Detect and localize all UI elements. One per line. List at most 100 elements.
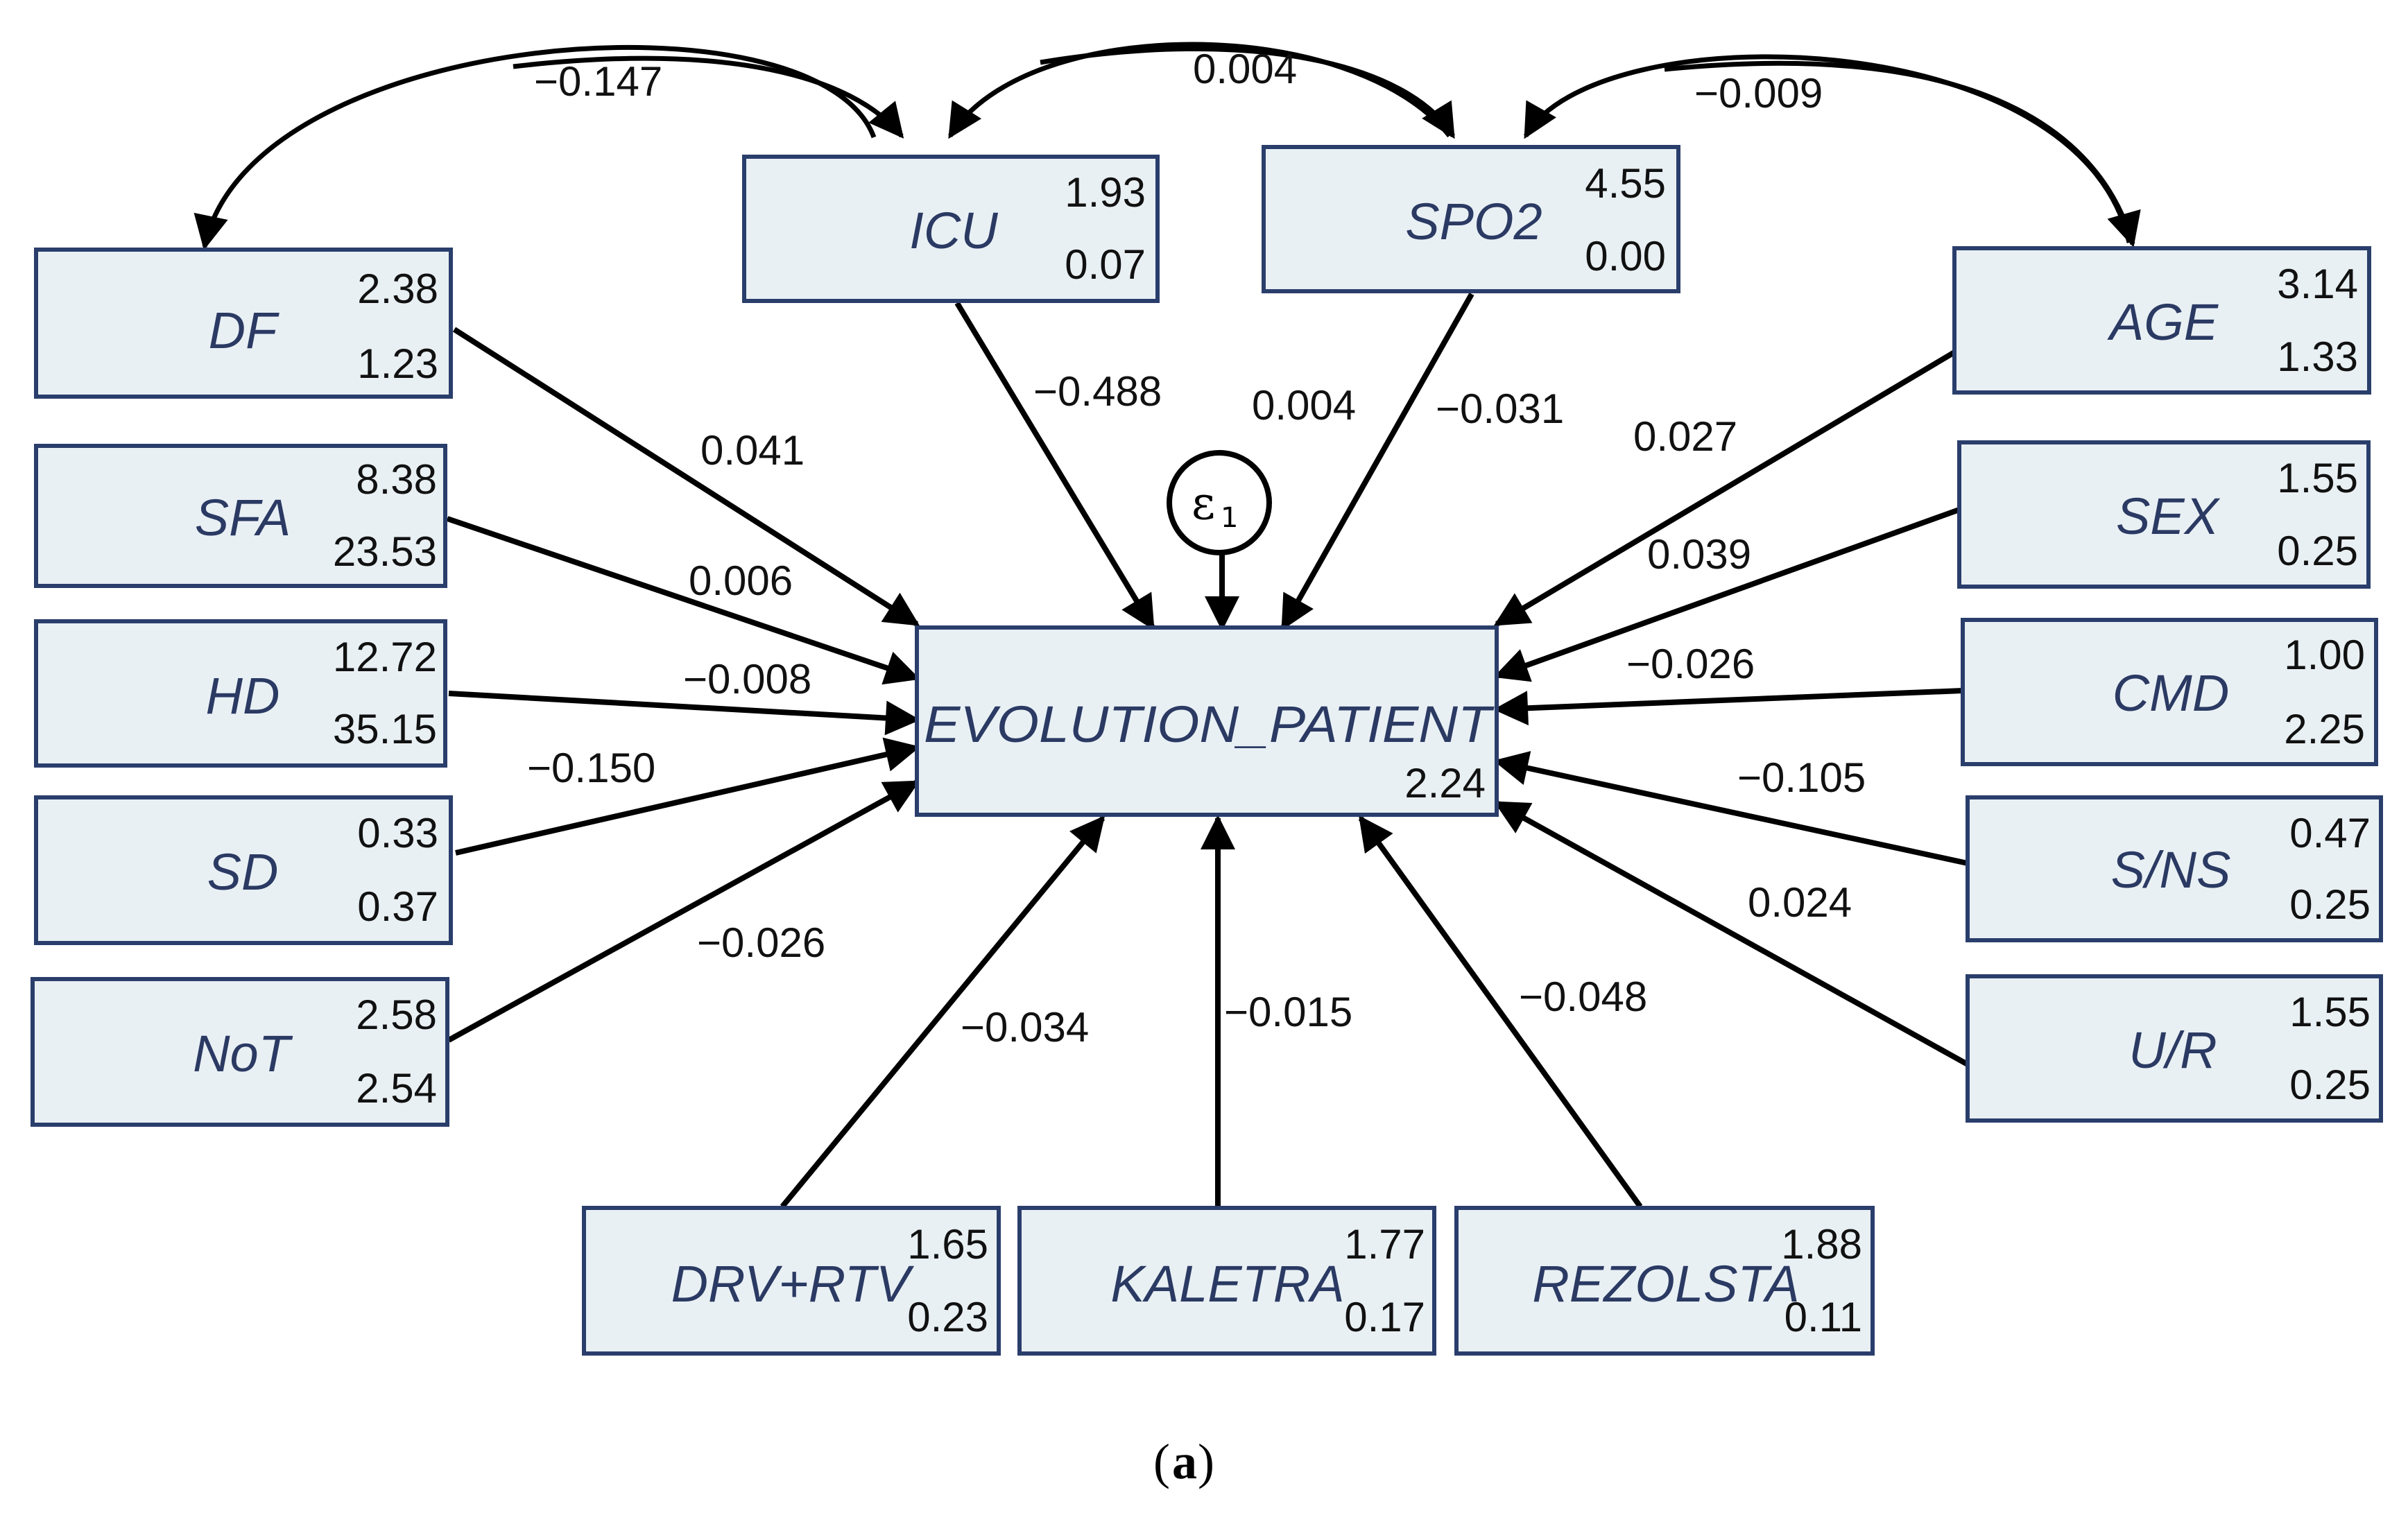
mean-icu: 1.93 bbox=[1065, 169, 1146, 216]
mean-sfa: 8.38 bbox=[356, 456, 437, 503]
coef-icu: −0.488 bbox=[1033, 368, 1162, 415]
path-drv bbox=[780, 815, 1106, 1209]
coef-error: 0.004 bbox=[1252, 382, 1356, 429]
label-age: AGE bbox=[2107, 293, 2219, 351]
var-cmd: 2.25 bbox=[2284, 706, 2365, 752]
path-cmd bbox=[1493, 688, 1963, 726]
node-hd: HD 12.72 35.15 bbox=[34, 619, 447, 768]
mean-df: 2.38 bbox=[357, 266, 438, 312]
mean-sd: 0.33 bbox=[357, 810, 438, 856]
cov-df-icu: −0.147 bbox=[534, 58, 662, 105]
covariance-arc-df-icu-back bbox=[513, 55, 904, 139]
mean-ur: 1.55 bbox=[2289, 989, 2371, 1035]
path-sns bbox=[1493, 751, 1968, 866]
error-symbol: ε bbox=[1192, 476, 1215, 530]
mean-sex: 1.55 bbox=[2277, 455, 2358, 501]
coef-sd: −0.150 bbox=[527, 745, 655, 791]
var-not: 2.54 bbox=[356, 1065, 437, 1112]
node-df: DF 2.38 1.23 bbox=[34, 248, 453, 399]
label-ur: U/R bbox=[2128, 1021, 2217, 1079]
mean-hd: 12.72 bbox=[333, 634, 437, 680]
label-sns: S/NS bbox=[2111, 841, 2231, 899]
node-sex: SEX 1.55 0.25 bbox=[1957, 440, 2371, 589]
box-df bbox=[34, 248, 453, 399]
var-icu: 0.07 bbox=[1065, 241, 1146, 288]
box-age bbox=[1952, 246, 2371, 395]
node-drv: DRV+RTV 1.65 0.23 bbox=[582, 1206, 1001, 1356]
node-kaletra: KALETRA 1.77 0.17 bbox=[1017, 1206, 1436, 1356]
label-df: DF bbox=[209, 302, 280, 359]
var-df: 1.23 bbox=[357, 340, 438, 387]
node-spo2: SPO2 4.55 0.00 bbox=[1262, 145, 1680, 293]
coef-not: −0.026 bbox=[697, 919, 825, 966]
mean-cmd: 1.00 bbox=[2284, 632, 2365, 678]
box-hd bbox=[34, 619, 447, 768]
path-df bbox=[452, 327, 920, 627]
box-sfa bbox=[34, 444, 447, 588]
coef-sns: −0.105 bbox=[1737, 754, 1866, 801]
error-subscript: 1 bbox=[1221, 502, 1238, 534]
path-sfa bbox=[446, 516, 920, 685]
path-spo2 bbox=[1280, 293, 1474, 631]
mean-not: 2.58 bbox=[356, 992, 437, 1038]
mean-sns: 0.47 bbox=[2289, 810, 2371, 856]
node-icu: ICU 1.93 0.07 bbox=[742, 155, 1160, 303]
box-sd bbox=[34, 795, 453, 945]
path-age bbox=[1493, 349, 1957, 627]
caption-close: ) bbox=[1198, 1434, 1214, 1489]
coef-ur: 0.024 bbox=[1748, 879, 1852, 926]
label-sfa: SFA bbox=[195, 489, 291, 546]
caption-letter: a bbox=[1172, 1434, 1197, 1489]
outcome-box bbox=[915, 625, 1499, 817]
label-kaletra: KALETRA bbox=[1110, 1255, 1344, 1313]
var-sns: 0.25 bbox=[2289, 881, 2371, 928]
var-kaletra: 0.17 bbox=[1344, 1294, 1425, 1340]
node-sns: S/NS 0.47 0.25 bbox=[1966, 795, 2383, 942]
outcome-node: EVOLUTION_PATIENT 2.24 bbox=[915, 625, 1499, 817]
var-sfa: 23.53 bbox=[333, 528, 437, 575]
var-sd: 0.37 bbox=[357, 883, 438, 930]
mean-drv: 1.65 bbox=[907, 1221, 988, 1268]
node-cmd: CMD 1.00 2.25 bbox=[1961, 618, 2378, 766]
box-sns bbox=[1966, 795, 2383, 942]
box-rezolsta bbox=[1454, 1206, 1875, 1356]
node-rezolsta: REZOLSTA 1.88 0.11 bbox=[1454, 1206, 1875, 1356]
mean-kaletra: 1.77 bbox=[1344, 1221, 1425, 1268]
error-term: ε 1 bbox=[1167, 450, 1272, 555]
var-rezolsta: 0.11 bbox=[1785, 1294, 1862, 1340]
path-not bbox=[447, 779, 920, 1043]
label-sex: SEX bbox=[2116, 487, 2221, 545]
figure-caption: ( a ) bbox=[1153, 1434, 1214, 1489]
coef-age: 0.027 bbox=[1633, 413, 1737, 460]
mean-rezolsta: 1.88 bbox=[1781, 1221, 1862, 1268]
var-hd: 35.15 bbox=[333, 706, 437, 752]
outcome-label: EVOLUTION_PATIENT bbox=[924, 695, 1495, 753]
label-sd: SD bbox=[207, 843, 279, 901]
label-spo2: SPO2 bbox=[1405, 193, 1542, 250]
error-circle bbox=[1167, 450, 1272, 555]
path-icu bbox=[954, 301, 1155, 631]
label-rezolsta: REZOLSTA bbox=[1532, 1255, 1799, 1313]
box-ur bbox=[1966, 974, 2383, 1123]
coef-df: 0.041 bbox=[700, 427, 805, 474]
coef-hd: −0.008 bbox=[683, 656, 811, 702]
node-sfa: SFA 8.38 23.53 bbox=[34, 444, 447, 588]
path-sd bbox=[455, 737, 920, 856]
coef-sfa: 0.006 bbox=[689, 557, 793, 604]
coef-drv: −0.034 bbox=[961, 1004, 1089, 1051]
box-kaletra bbox=[1017, 1206, 1436, 1356]
covariance-arc-icu-spo2-back bbox=[1040, 46, 1455, 139]
box-sex bbox=[1957, 440, 2371, 589]
var-sex: 0.25 bbox=[2277, 528, 2358, 574]
coef-sex: 0.039 bbox=[1647, 531, 1751, 578]
box-icu bbox=[742, 155, 1160, 303]
var-age: 1.33 bbox=[2277, 334, 2358, 380]
coef-rezolsta: −0.048 bbox=[1519, 974, 1647, 1020]
node-ur: U/R 1.55 0.25 bbox=[1966, 974, 2383, 1123]
path-rezolsta bbox=[1358, 815, 1643, 1209]
caption-open: ( bbox=[1153, 1434, 1170, 1489]
coef-kaletra: −0.015 bbox=[1224, 989, 1352, 1035]
label-cmd: CMD bbox=[2113, 664, 2230, 722]
coef-spo2: −0.031 bbox=[1436, 386, 1564, 432]
